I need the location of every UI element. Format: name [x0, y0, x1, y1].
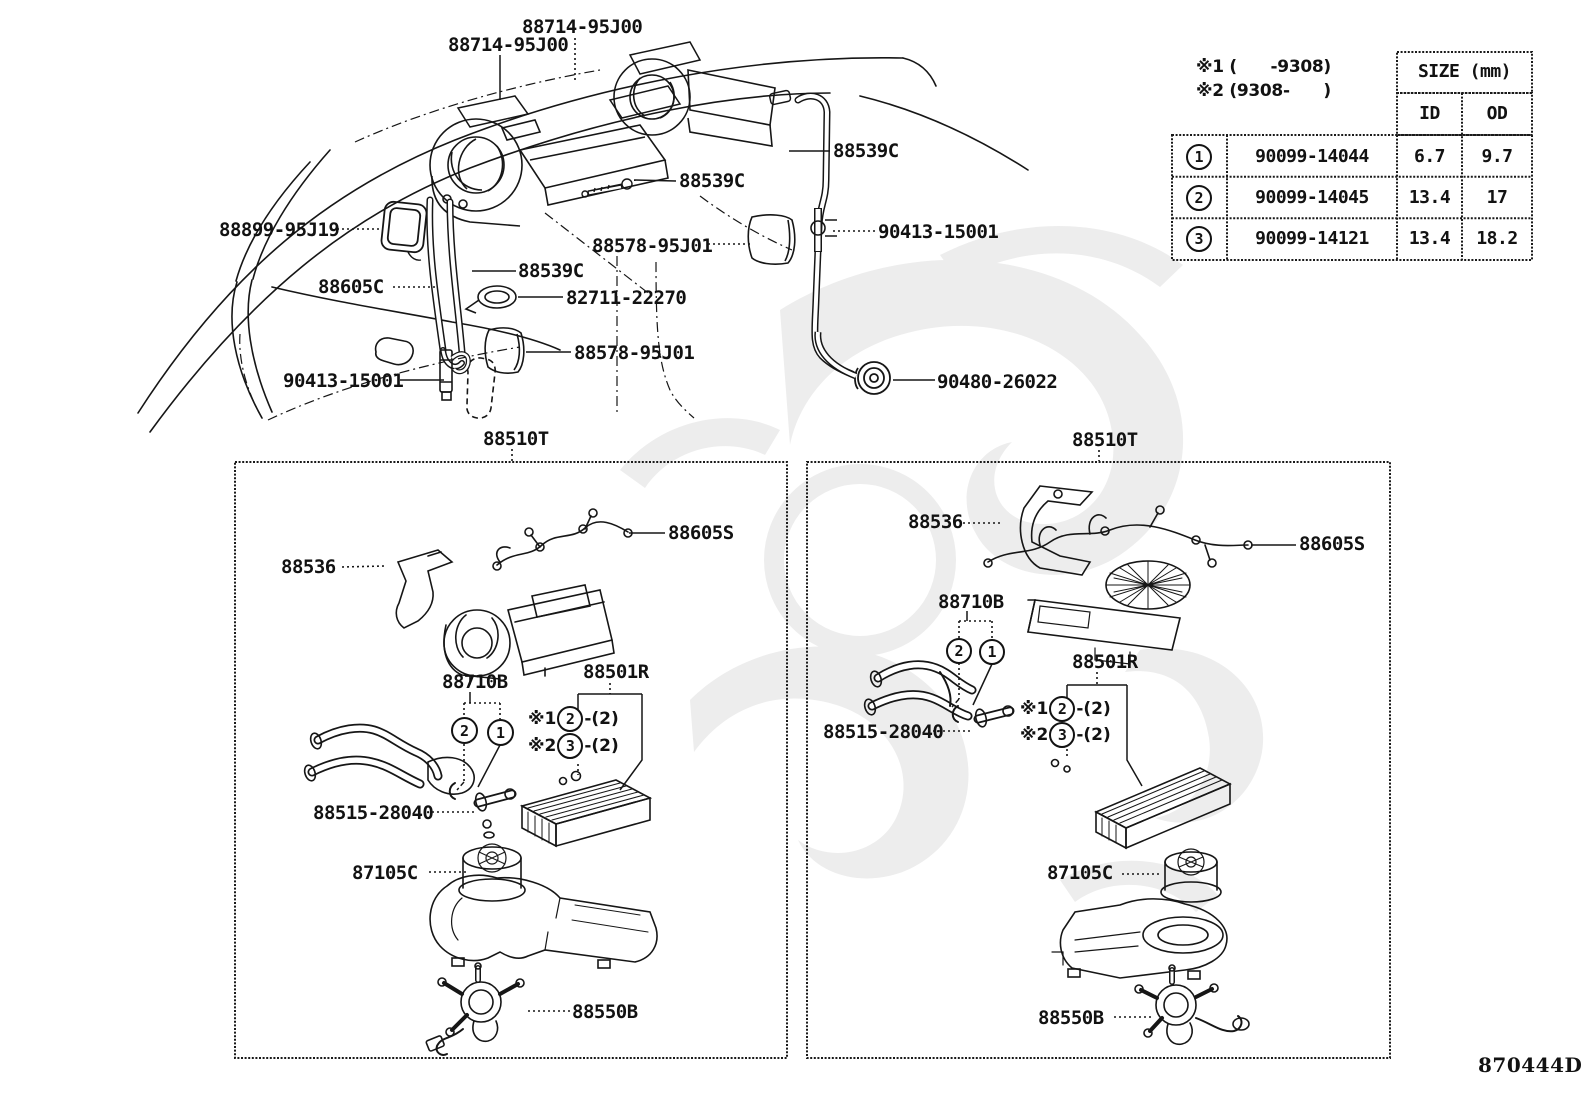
spec-qty: -(2): [584, 709, 619, 729]
leader-lines-dotted: [337, 38, 1160, 1018]
spec-prefix: ※1: [528, 709, 557, 729]
grommet-drawing: [814, 331, 891, 395]
duct-shield-drawings: [374, 214, 796, 419]
size-table-title: SIZE (mm): [1417, 61, 1512, 82]
spec-prefix: ※2: [528, 736, 557, 756]
spec-qty: -(2): [584, 736, 619, 756]
hose-joint-left-drawing: [439, 349, 471, 401]
table-ref-circle: 3: [1186, 226, 1212, 252]
callout-circle: 2: [451, 717, 478, 744]
table-od-value: 9.7: [1481, 146, 1513, 167]
heater-hoses-drawing: [426, 196, 466, 370]
part-label: 87105C: [1047, 862, 1113, 884]
part-label: 88539C: [679, 170, 745, 192]
part-label: 88536: [908, 511, 963, 533]
hose-joint-right-drawing: [810, 208, 837, 252]
table-ref-circle: 1: [1186, 144, 1212, 170]
part-label: 88515-28040: [313, 802, 434, 824]
part-label: 88710B: [442, 671, 508, 693]
spec-qty: -(2): [1076, 725, 1111, 745]
callout-circle: 2: [1049, 696, 1076, 722]
gasket-drawing: [380, 200, 428, 261]
part-label: 88605S: [668, 522, 734, 544]
spec-qty: -(2): [1076, 699, 1111, 719]
size-table-grid: [1171, 51, 1533, 261]
part-label: 88605S: [1299, 533, 1365, 555]
table-part-number: 90099-14121: [1255, 228, 1369, 249]
assembly-box-borders: [234, 461, 1391, 1059]
part-label: 88578-95J01: [574, 342, 695, 364]
table-part-number: 90099-14045: [1255, 187, 1369, 208]
hose-clamp-drawing: [464, 285, 517, 314]
part-label: 88714-95J00: [448, 34, 569, 56]
table-part-number: 90099-14044: [1255, 146, 1369, 167]
spec-row: ※1 2 -(2): [1020, 696, 1111, 722]
spec-prefix: ※1: [1020, 699, 1049, 719]
part-label: 90480-26022: [937, 371, 1058, 393]
callout-circle: 3: [1049, 722, 1076, 748]
part-label: 88539C: [833, 140, 899, 162]
dashboard-outline-drawing: [137, 56, 1029, 433]
left-box-drawings: [303, 508, 658, 1056]
callout-circle: 2: [946, 638, 972, 664]
spec-row: ※2 3 -(2): [1020, 722, 1111, 748]
heater-unit-rear-drawing: [613, 41, 776, 147]
right-box-drawings: [863, 485, 1253, 1046]
size-table-col-id: ID: [1419, 103, 1440, 124]
assembly-title: 88510T: [483, 428, 549, 450]
table-id-value: 13.4: [1408, 228, 1451, 249]
part-label: 88539C: [518, 260, 584, 282]
table-id-value: 13.4: [1408, 187, 1451, 208]
reference-note-1: ※1 ( -9308): [1196, 57, 1331, 77]
table-id-value: 6.7: [1413, 146, 1446, 167]
callout-circle: 1: [979, 639, 1005, 665]
table-od-value: 18.2: [1476, 228, 1518, 249]
size-table-col-od: OD: [1486, 103, 1508, 124]
screw-drawing: [581, 178, 633, 198]
part-label: 88550B: [1038, 1007, 1104, 1029]
part-label: 82711-22270: [566, 287, 687, 309]
table-ref-circle: 2: [1186, 185, 1212, 211]
spec-row: ※1 2 -(2): [528, 706, 619, 732]
part-label: 90413-15001: [878, 221, 999, 243]
spec-prefix: ※2: [1020, 725, 1049, 745]
part-label: 88501R: [1072, 651, 1138, 673]
table-od-value: 17: [1486, 187, 1508, 208]
spec-row: ※2 3 -(2): [528, 733, 619, 759]
part-label: 88605C: [318, 276, 384, 298]
part-label: 88710B: [938, 591, 1004, 613]
part-label: 88536: [281, 556, 336, 578]
part-label: 88714-95J00: [522, 16, 643, 38]
callout-circle: 3: [557, 733, 584, 759]
part-label: 88899-95J19: [219, 219, 340, 241]
part-label: 90413-15001: [283, 370, 404, 392]
watermark: [620, 225, 1264, 912]
part-label: 88550B: [572, 1001, 638, 1023]
part-label: 88578-95J01: [592, 235, 713, 257]
callout-circle: 1: [487, 719, 514, 746]
leader-lines-dashes: [456, 698, 960, 791]
reference-note-2: ※2 (9308- ): [1196, 81, 1331, 101]
part-label: 87105C: [352, 862, 418, 884]
drawing-number: 870444D: [1478, 1053, 1583, 1077]
part-label: 88515-28040: [823, 721, 944, 743]
heater-unit-front-drawing: [429, 85, 682, 227]
leader-lines-solid: [400, 55, 1296, 791]
assembly-title: 88510T: [1072, 429, 1138, 451]
part-label: 88501R: [583, 661, 649, 683]
callout-circle: 2: [557, 706, 584, 732]
